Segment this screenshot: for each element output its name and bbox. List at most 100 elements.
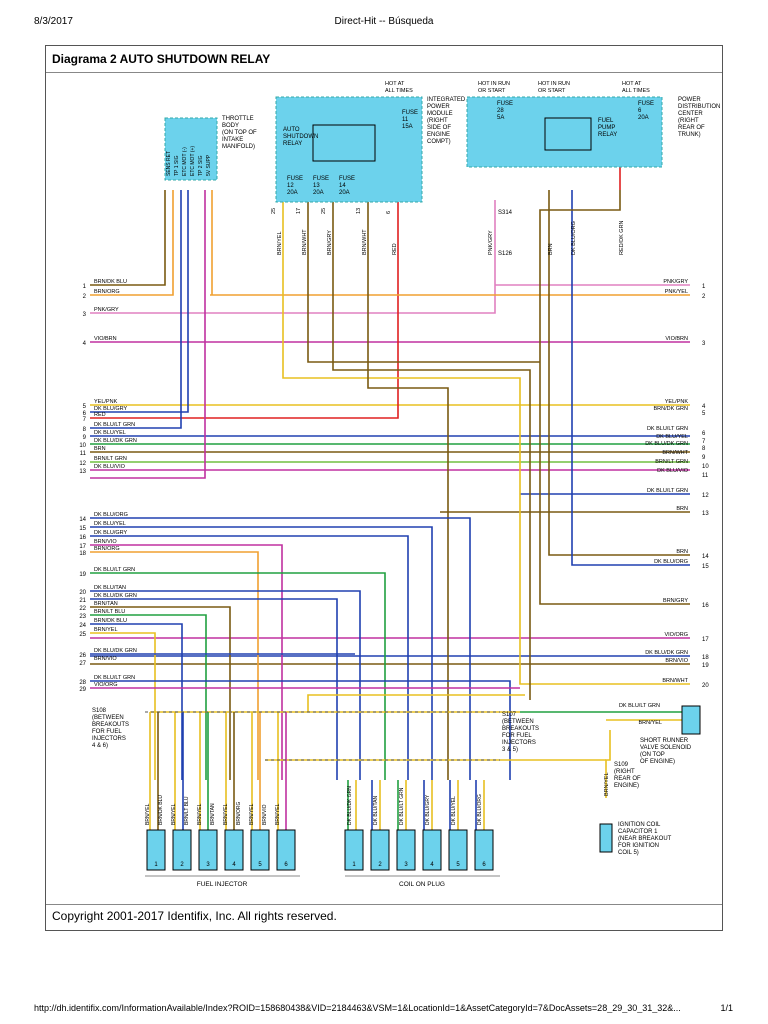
- wire-dk-blu-org-r15: [571, 190, 690, 566]
- wire-label: DK BLU/DK GRN: [94, 648, 137, 654]
- wire-label: YEL/PNK: [94, 399, 118, 405]
- asd-relay-label: AUTO: [283, 127, 300, 133]
- connector-pin: 27: [79, 661, 86, 667]
- connector-pin: 4: [83, 341, 87, 347]
- wire-dk-blu-gry: [90, 535, 409, 780]
- fuel-pump-relay-box: [544, 117, 592, 151]
- connector-pin: 6: [702, 431, 706, 437]
- vertical-pin-label: 6: [386, 211, 392, 214]
- injector-wire-label: BRN/YEL: [249, 803, 255, 825]
- wire-label: DK BLU/YEL: [94, 430, 126, 436]
- vertical-pin-label: 25: [321, 208, 327, 214]
- hot-label: OR START: [478, 88, 506, 94]
- splice-s107: FOR FUEL: [502, 733, 532, 739]
- capacitor-label: (NEAR BREAKOUT: [618, 836, 672, 842]
- wire-label: BRN/VIO: [665, 658, 688, 664]
- fuse-label: 20A: [313, 190, 324, 196]
- wire-label: PNK/YEL: [665, 289, 688, 295]
- fuse-label: FUSE: [287, 176, 303, 182]
- asd-relay-box: [312, 124, 376, 162]
- fuel-pump-relay-label: PUMP: [598, 125, 615, 131]
- print-date: 8/3/2017: [34, 16, 73, 27]
- wire-label: VIO/ORG: [94, 682, 118, 688]
- fuse-label: FUSE: [402, 110, 418, 116]
- ipm-label: INTEGRATED: [427, 97, 466, 103]
- coil-on-plug-label: COIL ON PLUG: [399, 881, 445, 888]
- connector-pin: 8: [83, 427, 87, 433]
- wire-label: BRN/DK BLU: [94, 618, 127, 624]
- pdc-label: POWER: [678, 97, 701, 103]
- connector-pin: 6: [83, 411, 87, 417]
- pdc-box: [466, 96, 663, 168]
- connector-pin: 18: [702, 655, 709, 661]
- wire-label: DK BLU/GRY: [94, 406, 128, 412]
- wire-brn-wht-13: [367, 215, 449, 780]
- injector-wire-label: BRN/YEL: [275, 803, 281, 825]
- wire-brn-lt-blu: [90, 614, 207, 780]
- injector-wire-label: BRN/LT BLU: [184, 796, 190, 825]
- hot-label: HOT AT: [622, 81, 642, 87]
- wire-label: BRN/ORG: [94, 289, 120, 295]
- injector-number: 2: [180, 862, 184, 868]
- connector-pin: 12: [79, 461, 86, 467]
- connector-pin: 3: [83, 312, 87, 318]
- injector-wire-label: BRN/VIO: [262, 804, 268, 825]
- asd-relay-label: SHUTDOWN: [283, 134, 318, 140]
- connector-pin: 1: [702, 284, 706, 290]
- connector-pin: 3: [702, 341, 706, 347]
- vertical-wire-label: BRN/GRY: [327, 230, 333, 255]
- wire-brn-dk-blu: [90, 623, 183, 780]
- pdc-label: TRUNK): [678, 132, 701, 138]
- connector-pin: 8: [702, 446, 706, 452]
- vertical-pin-label: 17: [296, 208, 302, 214]
- copyright: Copyright 2001-2017 Identifix, Inc. All …: [52, 909, 337, 923]
- injector-wire-label: BRN/YEL: [197, 803, 203, 825]
- solenoid-label: OF ENGINE): [640, 759, 675, 765]
- coil-number: 6: [482, 862, 486, 868]
- fuse-label: 20A: [638, 115, 649, 121]
- connector-pin: 29: [79, 687, 86, 693]
- connector-pin: 23: [79, 614, 86, 620]
- connector-pin: 9: [702, 455, 706, 461]
- capacitor-label: IGNITION COIL: [618, 822, 661, 828]
- connector-pin: 11: [80, 451, 87, 457]
- wire-label: VIO/BRN: [665, 336, 688, 342]
- wire-dk-blu-lt-grn: [90, 190, 182, 429]
- wire-dk-blu-dk-grn: [90, 598, 338, 780]
- throttle-body-box: [164, 117, 218, 181]
- splice-s108: FOR FUEL: [92, 729, 122, 735]
- wire-label: DK BLU/LT GRN: [94, 675, 135, 681]
- vertical-wire-label: BRN: [548, 243, 554, 255]
- wire-brn-r14: [548, 190, 690, 556]
- solenoid-label: VALVE SOLENOID: [640, 745, 692, 751]
- wire-label: BRN/DK GRN: [653, 406, 688, 412]
- fuse-label: 12: [287, 183, 294, 189]
- connector-pin: 24: [79, 623, 86, 629]
- wire-dk-blu-lt-grn: [90, 572, 386, 780]
- splice-s109: S109: [614, 762, 629, 768]
- solenoid-box: [681, 705, 701, 735]
- wire-label: BRN/LT BLU: [94, 609, 125, 615]
- coil-wire-label: DK BLU/YEL: [451, 796, 457, 825]
- wire-label: PNK/GRY: [94, 307, 119, 313]
- injector-wire-label: BRN/YEL: [145, 803, 151, 825]
- throttle-body-label: MANIFOLD): [222, 144, 255, 150]
- connector-pin: 20: [702, 683, 709, 689]
- injector-wire-label: BRN/YEL: [223, 803, 229, 825]
- page-number: 1/1: [720, 1003, 733, 1013]
- fuse-label: 6: [638, 108, 642, 114]
- splice-s314: S314: [498, 210, 513, 216]
- injector-number: 3: [206, 862, 210, 868]
- coil-on-plug-connector: [344, 829, 364, 871]
- solenoid-label: (ON TOP: [640, 752, 665, 758]
- wire-label: DK BLU/DK GRN: [94, 438, 137, 444]
- wire-label: DK BLU/GRY: [94, 530, 128, 536]
- wire-label: DK BLU/ORG: [654, 559, 688, 565]
- throttle-pin-label: TP 2 SIG: [198, 155, 204, 176]
- fuse-label: FUSE: [339, 176, 355, 182]
- throttle-pin-label: ETC MOT (+): [190, 146, 196, 176]
- ipm-label: ENGINE: [427, 132, 450, 138]
- wire-label: BRN/VIO: [94, 539, 117, 545]
- connector-pin: 11: [702, 473, 709, 479]
- throttle-body-label: (ON TOP OF: [222, 130, 257, 136]
